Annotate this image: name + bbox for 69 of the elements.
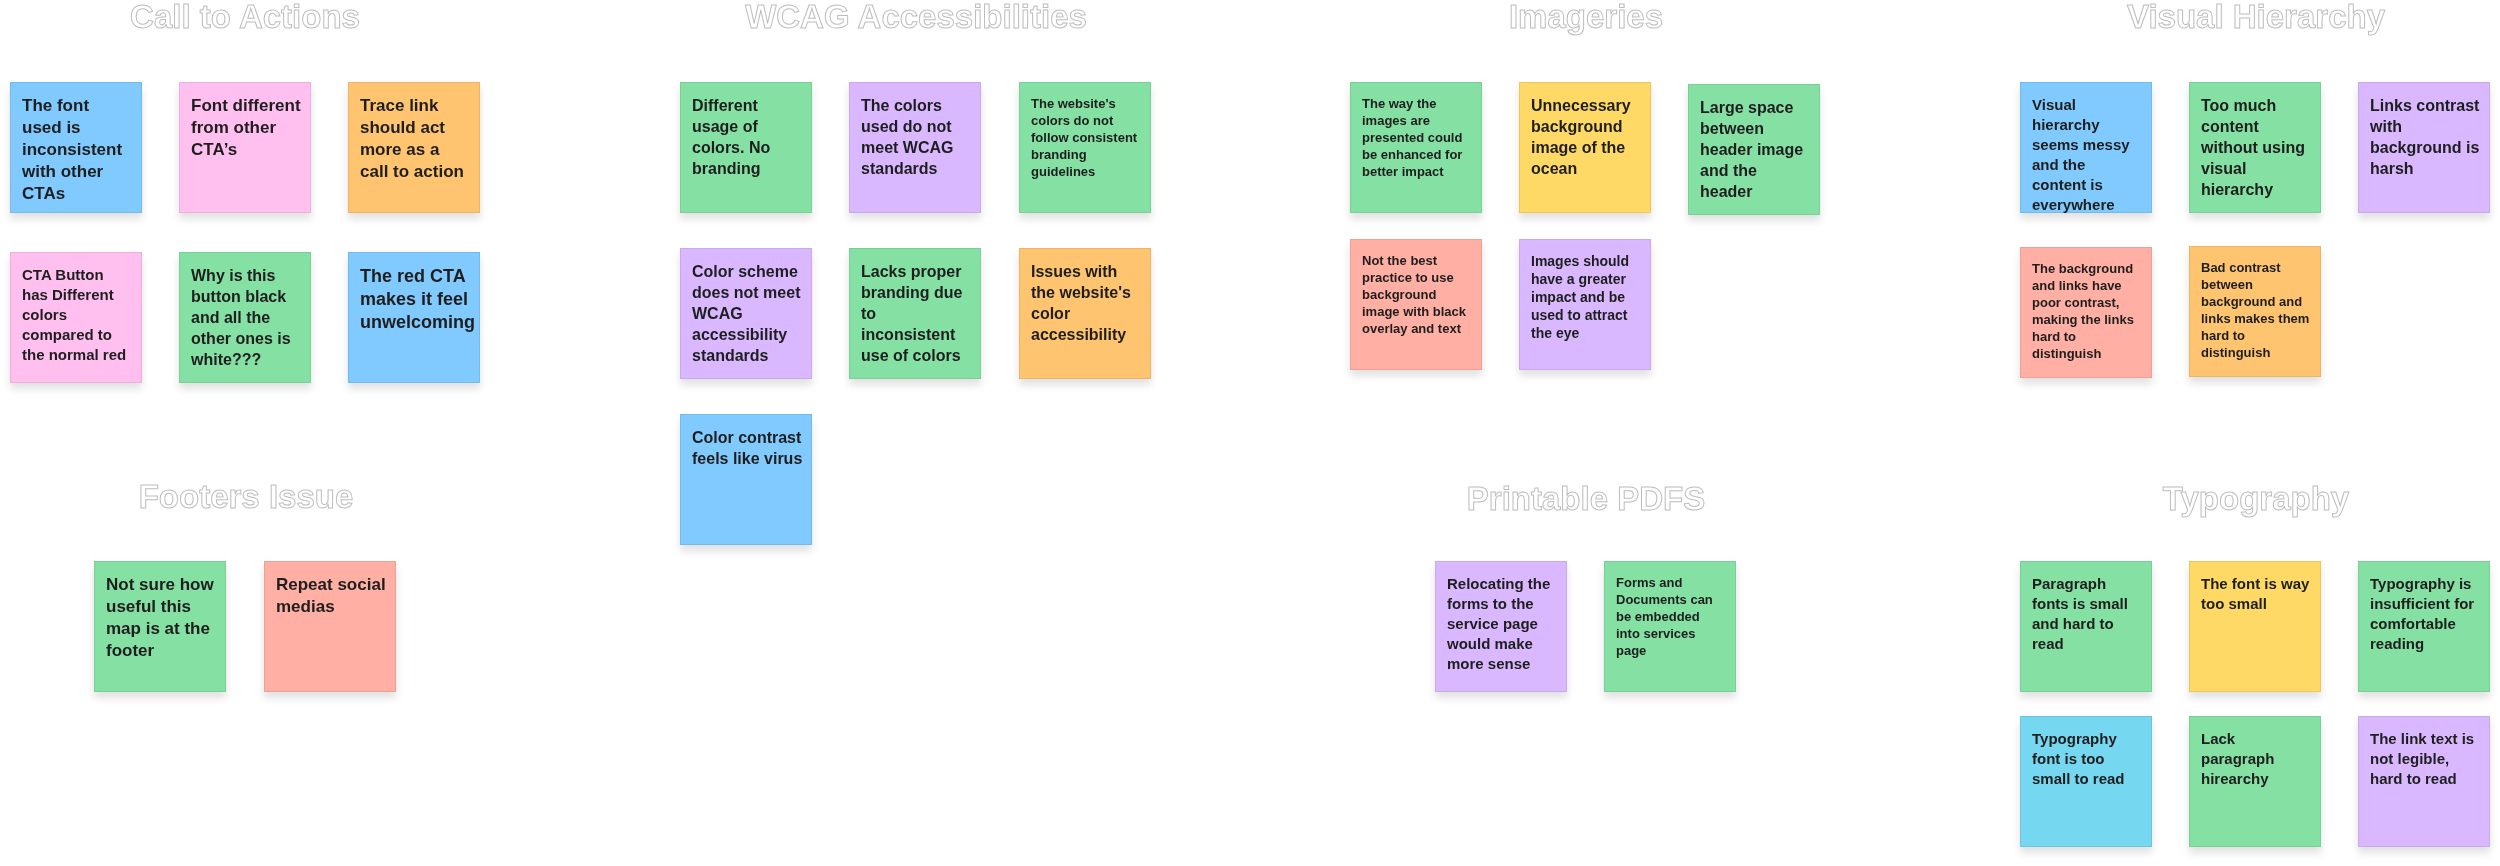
sticky-note bbox=[1519, 239, 1651, 370]
note-text: Links contrast with background is harsh bbox=[2370, 96, 2481, 179]
note-text: Color scheme does not meet WCAG accessibility standards bbox=[692, 262, 802, 366]
sticky-note bbox=[1519, 82, 1651, 213]
sticky-note bbox=[1019, 248, 1151, 379]
sticky-note bbox=[10, 252, 142, 383]
note-text: Lacks proper branding due to inconsistent use of colors bbox=[861, 262, 964, 366]
note-text: Why is this button black and all the other ones is white??? bbox=[191, 266, 292, 370]
group-heading: Call to Actions bbox=[130, 0, 360, 33]
note-text: Relocating the forms to the service page would make more sense bbox=[1447, 574, 1552, 674]
note-text: Too much content without using visual hierarchy bbox=[2201, 96, 2306, 200]
group-heading: Printable PDFS bbox=[1466, 482, 1706, 515]
sticky-note bbox=[849, 82, 981, 213]
sticky-note bbox=[2020, 247, 2152, 378]
sticky-note bbox=[680, 82, 812, 213]
note-text: The font is way too small bbox=[2201, 574, 2311, 614]
sticky-note bbox=[1350, 82, 1482, 213]
sticky-note bbox=[2358, 82, 2490, 213]
note-text: Visual hierarchy seems messy and the content is everywhere bbox=[2032, 95, 2131, 215]
sticky-note bbox=[1604, 561, 1736, 692]
sticky-note bbox=[849, 248, 981, 379]
sticky-note bbox=[1019, 82, 1151, 213]
sticky-note bbox=[2189, 82, 2321, 213]
note-text: The font used is inconsistent with other CTAs bbox=[22, 95, 124, 205]
note-text: Not the best practice to use background image with black overlay and text bbox=[1362, 252, 1468, 337]
sticky-note bbox=[2020, 561, 2152, 692]
note-text: Paragraph fonts is small and hard to read bbox=[2032, 574, 2129, 654]
sticky-note bbox=[348, 252, 480, 383]
note-text: Forms and Documents can be embedded into services page bbox=[1616, 574, 1714, 659]
sticky-note bbox=[264, 561, 396, 692]
note-text: CTA Button has Different colors compared to the normal red bbox=[22, 265, 128, 365]
note-text: Typography is insufficient for comfortable reading bbox=[2370, 574, 2476, 654]
sticky-note bbox=[2020, 82, 2152, 213]
note-text: Not sure how useful this map is at the footer bbox=[106, 574, 215, 662]
note-text: Different usage of colors. No branding bbox=[692, 96, 772, 179]
note-text: Trace link should act more as a call to action bbox=[360, 95, 465, 183]
sticky-note bbox=[2020, 716, 2152, 847]
note-text: Issues with the website's color accessibility bbox=[1031, 262, 1132, 345]
note-text: Large space between header image and the header bbox=[1700, 98, 1805, 202]
note-text: The background and links have poor contrast, making the links hard to distinguish bbox=[2032, 260, 2135, 362]
sticky-note bbox=[179, 82, 311, 213]
note-text: Lack paragraph hirearchy bbox=[2201, 729, 2276, 789]
sticky-note bbox=[179, 252, 311, 383]
note-text: Typography font is too small to read bbox=[2032, 729, 2126, 789]
note-text: Repeat social medias bbox=[276, 574, 387, 618]
sticky-note bbox=[94, 561, 226, 692]
sticky-note bbox=[2358, 561, 2490, 692]
note-text: Color contrast feels like virus bbox=[692, 428, 803, 469]
sticky-note bbox=[1688, 84, 1820, 215]
sticky-note bbox=[1435, 561, 1567, 692]
sticky-note bbox=[680, 248, 812, 379]
sticky-note bbox=[1350, 239, 1482, 370]
note-text: The colors used do not meet WCAG standards bbox=[861, 96, 955, 179]
sticky-note bbox=[2189, 246, 2321, 377]
note-text: Font different from other CTA’s bbox=[191, 95, 302, 161]
sticky-note bbox=[348, 82, 480, 213]
note-text: Unnecessary background image of the ocean bbox=[1531, 96, 1632, 179]
group-heading: WCAG Accessibilities bbox=[745, 0, 1087, 33]
sticky-note bbox=[10, 82, 142, 213]
sticky-note bbox=[2189, 716, 2321, 847]
sticky-note bbox=[2189, 561, 2321, 692]
sticky-note bbox=[2358, 716, 2490, 847]
note-text: Bad contrast between background and links makes them hard to distinguish bbox=[2201, 259, 2311, 361]
sticky-note bbox=[680, 414, 812, 545]
note-text: The link text is not legible, hard to read bbox=[2370, 729, 2476, 789]
note-text: Images should have a greater impact and be used to attract the eye bbox=[1531, 252, 1631, 342]
group-heading: Footers Issue bbox=[138, 480, 354, 513]
note-text: The way the images are presented could be enhanced for better impact bbox=[1362, 95, 1464, 180]
note-text: The website's colors do not follow consistent branding guidelines bbox=[1031, 95, 1139, 180]
